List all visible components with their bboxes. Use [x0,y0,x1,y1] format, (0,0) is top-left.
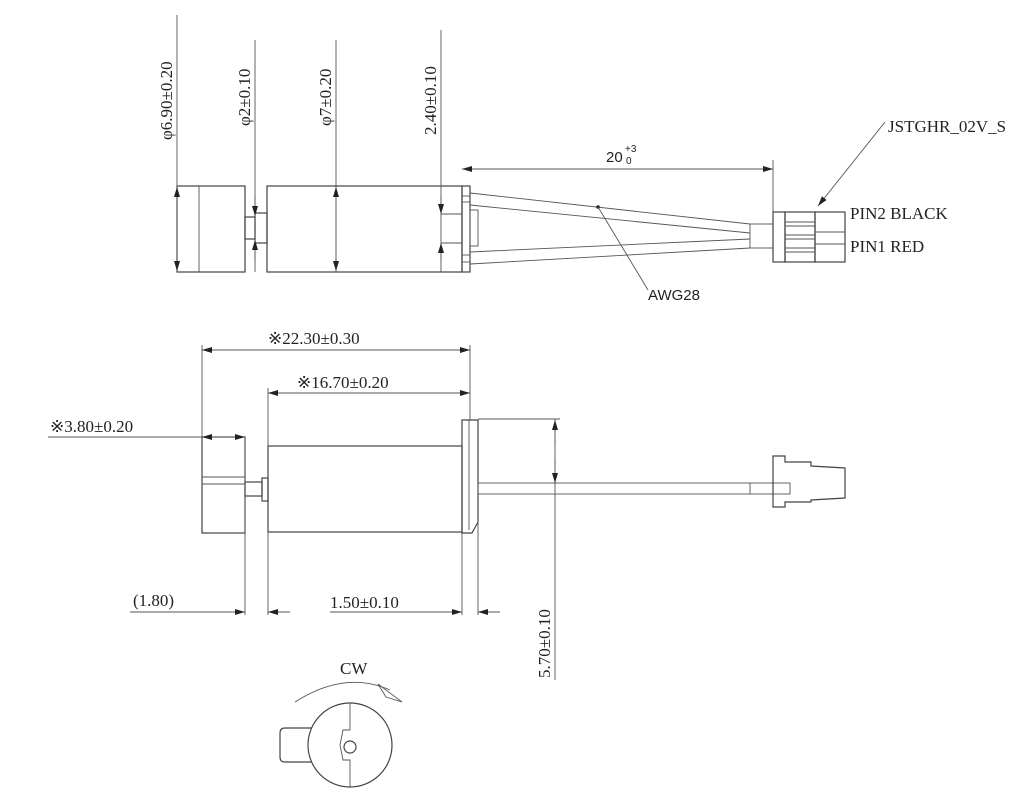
dim-weight-diameter: φ6.90±0.20 [157,61,176,140]
dim-endcap: 2.40±0.10 [421,66,440,135]
wires [469,192,774,265]
motor-body [266,185,463,273]
dim-motor-diameter: φ7±0.20 [316,69,335,126]
dim-wire-length-upper-tol: +3 [625,144,637,155]
dim-wire-length-lower-tol: 0 [626,156,632,167]
shaft [244,481,263,497]
shaft-hole [343,740,357,754]
pin1-label: PIN1 RED [850,237,924,256]
motor-body [267,445,463,533]
end-cap [461,185,471,273]
side-view: ※22.30±0.30 ※16.70±0.20 ※3.80±0.20 (1.80… [48,329,846,680]
pin2-label: PIN2 BLACK [850,204,948,223]
dim-wire-length: 20 [606,149,623,166]
connector [772,455,846,508]
eccentric-weight [201,436,246,534]
dim-gap: (1.80) [133,591,174,610]
wire [477,482,791,495]
wire-gauge-label: AWG28 [648,287,700,304]
rotation-arrowhead-icon [377,683,403,703]
rotation-arrow [294,681,391,703]
dim-endcap-width: 1.50±0.10 [330,593,399,612]
dim-shaft-diameter: φ2±0.10 [235,69,254,126]
dim-motor-length: ※16.70±0.20 [297,373,389,392]
end-cap [461,419,479,534]
shaft [244,216,256,240]
eccentric-weight [176,185,246,273]
rotation-label: CW [340,659,368,678]
dim-wire-height: 5.70±0.10 [535,609,554,678]
top-view: φ6.90±0.20 φ2±0.10 φ7±0.20 2.40±0.10 20 … [157,15,1006,304]
end-view: CW [279,659,403,788]
connector-label: JSTGHR_02V_S [888,117,1006,136]
dim-weight-width: ※3.80±0.20 [50,417,133,436]
connector [772,211,846,263]
dim-overall-length: ※22.30±0.30 [268,329,360,348]
